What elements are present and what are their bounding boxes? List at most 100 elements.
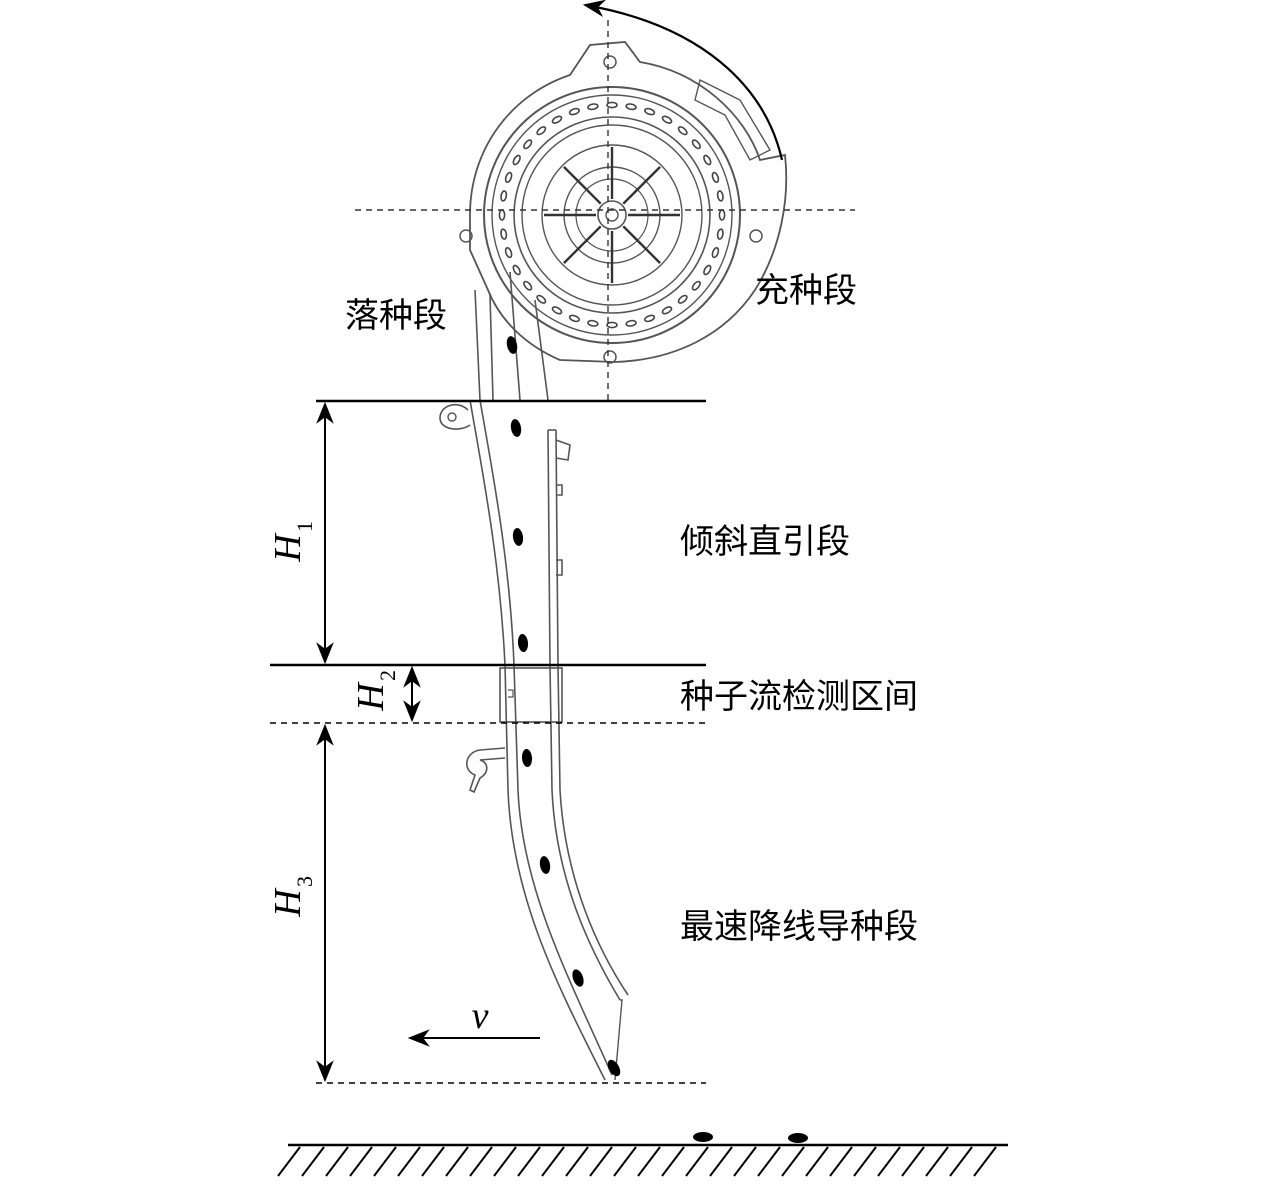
disc-seed-hole	[661, 115, 673, 124]
hatch-stroke	[853, 1146, 877, 1177]
hatch-stroke	[781, 1146, 805, 1177]
hatch-stroke	[685, 1146, 709, 1177]
svg-text:2: 2	[375, 670, 400, 681]
disc-seed-hole	[512, 154, 521, 166]
hatch-stroke	[733, 1146, 757, 1177]
disc-seed-hole	[711, 171, 720, 183]
tube-seed	[521, 749, 533, 767]
tube-seed	[512, 528, 524, 546]
hatch-stroke	[925, 1146, 949, 1177]
disc-seed-hole	[536, 294, 547, 304]
ground-seed	[693, 1132, 713, 1142]
svg-text:H: H	[267, 532, 309, 563]
svg-text:1: 1	[292, 521, 317, 532]
disc-seed-hole	[504, 247, 513, 259]
h3-label: H 3	[267, 876, 317, 918]
hatch-stroke	[829, 1146, 853, 1177]
disc-seed-hole	[523, 139, 533, 150]
disc-seed-hole	[568, 314, 580, 323]
disc-seed-hole	[677, 126, 688, 136]
disc-seed-hole	[711, 247, 720, 259]
disc-spokes	[544, 147, 680, 283]
label-detection-zone: 种子流检测区间	[680, 677, 918, 717]
svg-text:H: H	[350, 681, 392, 712]
hatch-stroke	[373, 1146, 397, 1177]
disc-seed-hole	[677, 294, 688, 304]
hatch-stroke	[637, 1146, 661, 1177]
tube-seed	[539, 856, 551, 874]
hatch-stroke	[349, 1146, 373, 1177]
hatch-stroke	[421, 1146, 445, 1177]
hatch-stroke	[541, 1146, 565, 1177]
hatch-stroke	[613, 1146, 637, 1177]
disc-seed-hole	[718, 209, 726, 221]
disc-seed-hole	[644, 314, 656, 323]
drop-channel	[474, 271, 549, 401]
disc-seed-hole	[523, 280, 533, 291]
disc-seed-hole	[644, 107, 656, 116]
ground-hatching	[277, 1146, 997, 1177]
disc-seed-hole	[703, 154, 712, 166]
svg-text:H: H	[267, 887, 309, 918]
ground-seed	[788, 1133, 808, 1143]
hatch-stroke	[565, 1146, 589, 1177]
hatch-stroke	[973, 1146, 997, 1177]
tube-seed	[506, 336, 518, 354]
hatch-stroke	[949, 1146, 973, 1177]
tube-seeds	[506, 336, 621, 1077]
disc-seed-hole	[500, 228, 508, 240]
hatch-stroke	[277, 1146, 301, 1177]
tube-seed	[517, 634, 529, 652]
disc-seed-hole	[716, 228, 724, 240]
label-brachistochrone-section: 最速降线导种段	[680, 907, 918, 947]
hatch-stroke	[901, 1146, 925, 1177]
hatch-stroke	[445, 1146, 469, 1177]
tube-seed	[607, 1059, 621, 1077]
disc-spoke	[563, 225, 602, 264]
disc-seed-hole	[551, 306, 563, 315]
disc-seed-hole	[568, 107, 580, 116]
disc-seed-hole	[691, 139, 701, 150]
disc-spoke	[622, 166, 661, 205]
hatch-stroke	[709, 1146, 733, 1177]
hatch-stroke	[757, 1146, 781, 1177]
disc-seed-hole	[587, 103, 599, 111]
disc-seed-hole	[536, 126, 547, 136]
rotation-arrow	[582, 0, 784, 161]
disc-seed-hole	[504, 171, 513, 183]
svg-text:3: 3	[292, 876, 317, 887]
h2-label: H 2	[350, 670, 400, 712]
disc-seed-hole	[716, 190, 724, 202]
hatch-stroke	[469, 1146, 493, 1177]
tube-seed	[510, 419, 522, 437]
disc-seed-hole	[625, 319, 637, 327]
label-seed-fill: 充种段	[755, 271, 857, 311]
disc-spoke	[622, 225, 661, 264]
disc-seed-hole	[625, 103, 637, 111]
hatch-stroke	[517, 1146, 541, 1177]
label-inclined-section: 倾斜直引段	[680, 522, 850, 562]
disc-seed-hole	[703, 264, 712, 276]
disc-seed-hole	[498, 209, 506, 221]
hatch-stroke	[325, 1146, 349, 1177]
disc-seed-holes	[498, 101, 726, 329]
disc-seed-hole	[512, 264, 521, 276]
hatch-stroke	[877, 1146, 901, 1177]
disc-seed-hole	[691, 280, 701, 291]
hatch-stroke	[661, 1146, 685, 1177]
label-seed-drop: 落种段	[345, 296, 447, 336]
disc-seed-hole	[500, 190, 508, 202]
hatch-stroke	[301, 1146, 325, 1177]
disc-seed-hole	[551, 115, 563, 124]
velocity-label: v	[472, 995, 489, 1037]
h1-label: H 1	[267, 521, 317, 563]
hatch-stroke	[589, 1146, 613, 1177]
disc-seed-hole	[606, 101, 618, 109]
disc-seed-hole	[587, 319, 599, 327]
disc-spoke	[563, 166, 602, 205]
hatch-stroke	[397, 1146, 421, 1177]
tube-seed	[572, 969, 584, 987]
disc-housing	[469, 41, 788, 363]
